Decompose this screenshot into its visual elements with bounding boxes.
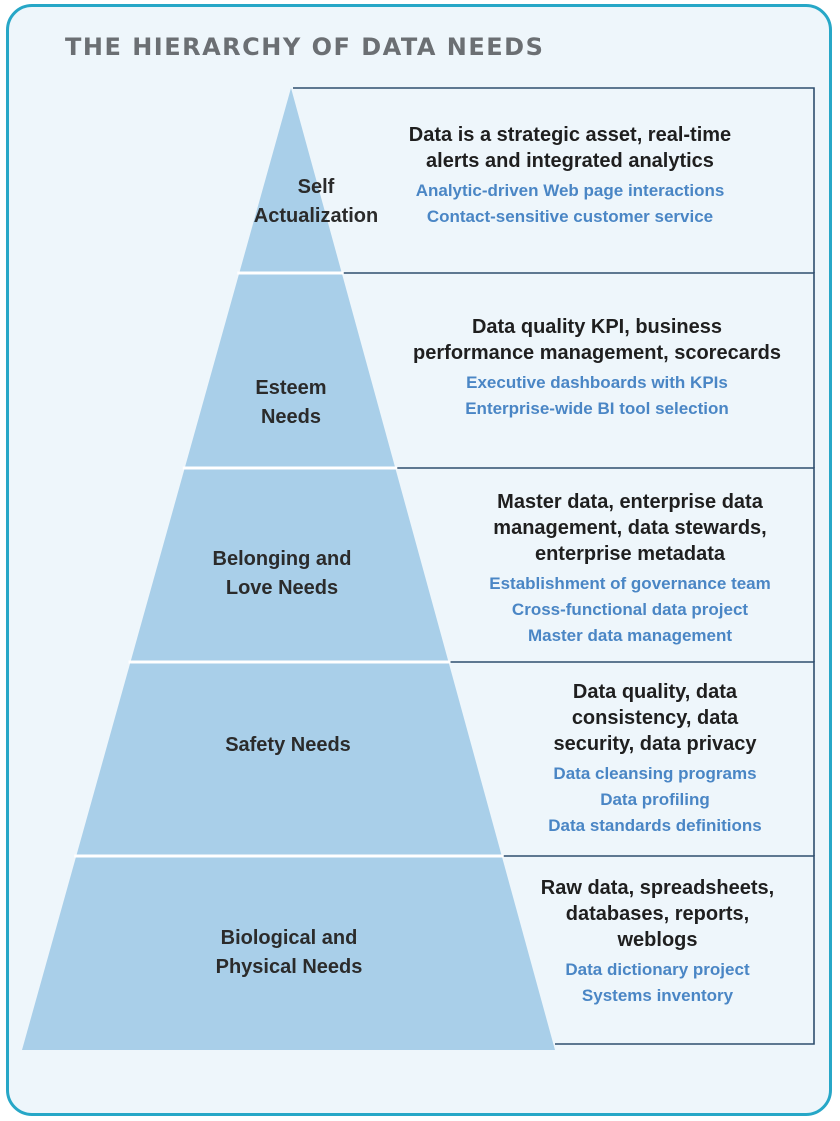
level-summary-line: enterprise metadata: [534, 543, 726, 565]
level-example: Systems inventory: [581, 986, 734, 1005]
level-description: Data is a strategic asset, real-time aler…: [330, 114, 810, 230]
level-example: Data profiling: [600, 790, 710, 809]
level-summary-line: Master data, enterprise data: [497, 491, 763, 513]
level-summary-line: security, data privacy: [553, 733, 757, 755]
tier-bracket: [293, 87, 815, 273]
level-label-line: Self: [297, 176, 335, 198]
level-example: Data cleansing programs: [553, 764, 757, 783]
level-example: Cross-functional data project: [511, 600, 749, 619]
tier-bracket: [503, 855, 815, 1045]
level-example: Enterprise-wide BI tool selection: [465, 399, 729, 418]
level-label-line: Esteem: [255, 377, 327, 399]
level-label-line: Needs: [260, 406, 322, 428]
level-description: Raw data, spreadsheets, databases, report…: [505, 867, 810, 1009]
level-summary: Master data, enterprise data management, …: [493, 489, 766, 567]
level-label-line: Biological and: [220, 927, 358, 949]
level-summary-line: Raw data, spreadsheets,: [540, 877, 775, 899]
level-label-line: Actualization: [253, 205, 379, 227]
level-summary-line: weblogs: [617, 929, 698, 951]
level-example: Master data management: [527, 626, 733, 645]
tier-bracket: [450, 661, 815, 856]
level-label-line: Belonging and: [212, 548, 352, 570]
level-label-line: Love Needs: [225, 577, 339, 599]
level-summary-line: Data is a strategic asset, real-time: [408, 124, 732, 146]
level-summary: Data is a strategic asset, real-time aler…: [409, 122, 731, 174]
level-example: Executive dashboards with KPIs: [466, 373, 728, 392]
level-label: Safety Needs: [188, 731, 388, 760]
level-label-line: Safety Needs: [225, 733, 351, 756]
level-description: Data quality, data consistency, data secur…: [500, 671, 810, 839]
level-summary-line: performance management, scorecards: [413, 342, 781, 364]
level-example: Establishment of governance team: [489, 574, 771, 593]
level-summary-line: management, data stewards,: [493, 517, 767, 539]
level-description: Data quality KPI, business performance ma…: [382, 306, 812, 422]
level-description: Master data, enterprise data management, …: [450, 481, 810, 649]
tier-bracket: [397, 467, 815, 662]
level-summary: Data quality KPI, business performance ma…: [413, 314, 781, 366]
pyramid-body: [22, 88, 555, 1050]
level-summary-line: Data quality, data: [572, 681, 738, 703]
diagram-title: THE HIERARCHY OF DATA NEEDS: [65, 33, 545, 61]
level-summary: Data quality, data consistency, data secur…: [553, 679, 756, 757]
level-example: Analytic-driven Web page interactions: [415, 181, 725, 200]
level-summary-line: consistency, data: [571, 707, 739, 729]
level-example: Contact-sensitive customer service: [426, 207, 714, 226]
level-label-line: Physical Needs: [215, 956, 363, 978]
level-summary-line: Data quality KPI, business: [471, 316, 723, 338]
level-example: Data dictionary project: [565, 960, 750, 979]
level-summary-line: databases, reports,: [565, 903, 750, 925]
level-summary: Raw data, spreadsheets, databases, report…: [541, 875, 774, 953]
level-summary-line: alerts and integrated analytics: [426, 150, 714, 172]
tier-bracket: [343, 272, 815, 468]
level-example: Data standards definitions: [548, 816, 762, 835]
